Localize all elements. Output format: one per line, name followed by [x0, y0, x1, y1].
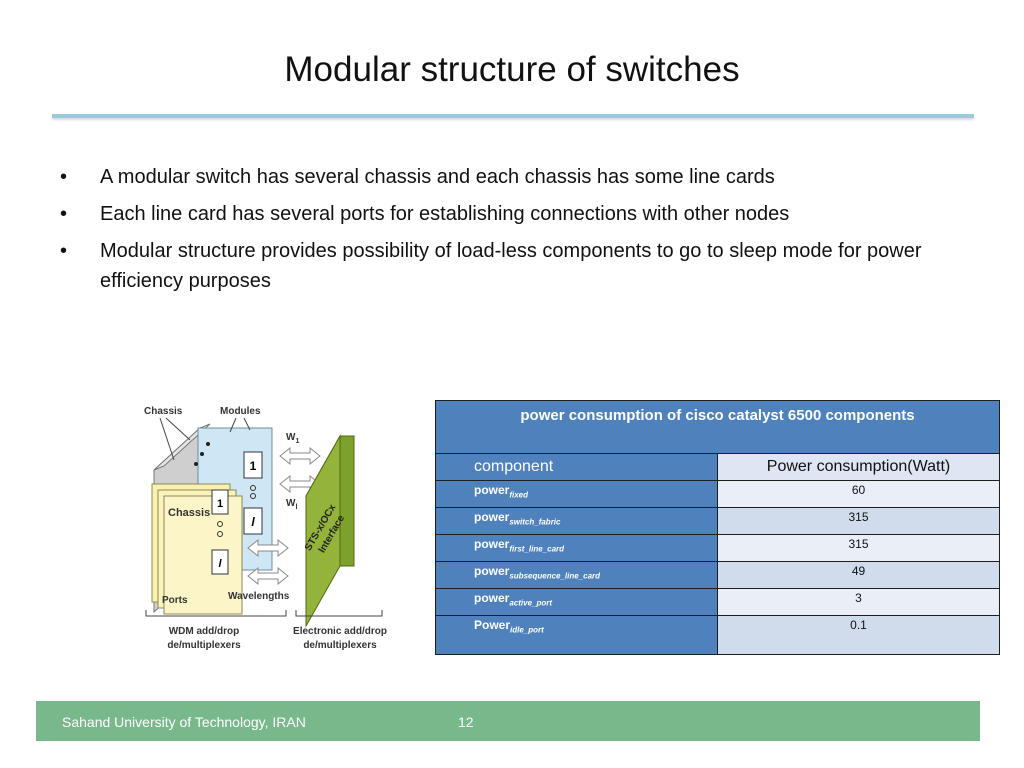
- port-dot: [250, 493, 256, 499]
- electronic-label: de/multiplexers: [303, 640, 377, 651]
- column-header-power: Power consumption(Watt): [716, 453, 1001, 481]
- chassis-dot: [194, 462, 198, 466]
- slide-title: Modular structure of switches: [284, 50, 740, 89]
- chassis-top-panel: [153, 423, 211, 471]
- table-title: power consumption of cisco catalyst 6500…: [434, 400, 1001, 454]
- chassis-slot-label: 1: [217, 498, 223, 510]
- bullet-dot-icon: •: [60, 240, 68, 262]
- power-consumption-table: power consumption of cisco catalyst 6500…: [434, 400, 1001, 655]
- chassis-slot-label: l: [218, 558, 222, 570]
- table-row: powersubsequence_line_card 49: [435, 561, 1001, 589]
- value-cell: 315: [716, 534, 1001, 562]
- table-row: powerswitch_fabric 315: [435, 507, 1001, 535]
- value-cell: 3: [716, 588, 1001, 616]
- value-cell: 49: [716, 561, 1001, 589]
- port-dot: [250, 485, 256, 491]
- ports-label: Ports: [162, 595, 188, 606]
- component-cell: Poweridle_port: [435, 615, 718, 655]
- leader-line: [243, 417, 251, 431]
- chassis-slot: [211, 549, 229, 575]
- table-row: powerfirst_line_card 315: [435, 534, 1001, 562]
- component-cell: powerfirst_line_card: [435, 534, 718, 562]
- chassis-slot: [211, 489, 229, 515]
- chassis-dot: [200, 452, 204, 456]
- title-divider: [52, 114, 974, 118]
- footer-bar: [36, 701, 980, 741]
- bullet-text: Each line card has several ports for est…: [100, 203, 790, 225]
- electronic-interface-side: [339, 435, 355, 567]
- electronic-bracket: [295, 610, 383, 617]
- bullet-item: • A modular switch has several chassis an…: [60, 162, 940, 192]
- bullet-text: A modular switch has several chassis and…: [100, 166, 775, 188]
- chassis-dot: [206, 442, 210, 446]
- chassis-label: Chassis: [168, 507, 210, 519]
- bidirectional-arrow-icon: [279, 446, 321, 466]
- chassis-top-label: Chassis: [144, 406, 183, 417]
- page-number: 12: [458, 714, 474, 730]
- value-cell: 315: [716, 507, 1001, 535]
- leader-line: [159, 417, 175, 461]
- bullet-item: • Modular structure provides possibility …: [60, 236, 940, 296]
- footer-organization: Sahand University of Technology, IRAN: [62, 714, 306, 730]
- module-slot: [243, 451, 263, 479]
- wdm-bracket: [145, 610, 287, 617]
- value-cell: 60: [716, 480, 1001, 508]
- value-cell: 0.1: [716, 615, 1001, 655]
- component-cell: powerswitch_fabric: [435, 507, 718, 535]
- wdm-label: WDM add/drop: [169, 626, 240, 637]
- column-header-component: component: [435, 453, 718, 481]
- component-cell: powerfixed: [435, 480, 718, 508]
- module-slot-label: l: [251, 515, 255, 529]
- electronic-label: Electronic add/drop: [293, 626, 387, 637]
- wavelength-wl-label: Wl: [286, 498, 297, 511]
- port-dot: [217, 521, 223, 527]
- chassis-front-card: [163, 495, 243, 615]
- table-row: Poweridle_port 0.1: [435, 615, 1001, 655]
- port-dot: [217, 531, 223, 537]
- bullet-item: • Each line card has several ports for es…: [60, 199, 940, 229]
- bullet-text: Modular structure provides possibility o…: [100, 240, 922, 292]
- wavelength-w1-label: W1: [286, 432, 299, 445]
- leader-line: [229, 417, 237, 433]
- modules-label: Modules: [220, 406, 261, 417]
- wdm-label: de/multiplexers: [167, 640, 241, 651]
- bidirectional-arrow-icon: [247, 566, 289, 586]
- table-row: powerfixed 60: [435, 480, 1001, 508]
- bidirectional-arrow-icon: [247, 538, 289, 558]
- module-slot: [243, 507, 263, 535]
- table-row: poweractive_port 3: [435, 588, 1001, 616]
- leader-line: [165, 417, 191, 441]
- component-cell: poweractive_port: [435, 588, 718, 616]
- modular-switch-diagram: 1 l 1 l Chassis Chassis Modules: [140, 400, 392, 660]
- wavelengths-label: Wavelengths: [228, 591, 290, 602]
- bullet-dot-icon: •: [60, 166, 68, 188]
- bullet-list: • A modular switch has several chassis an…: [60, 162, 940, 303]
- module-slot-label: 1: [250, 459, 257, 473]
- bullet-dot-icon: •: [60, 203, 68, 225]
- component-cell: powersubsequence_line_card: [435, 561, 718, 589]
